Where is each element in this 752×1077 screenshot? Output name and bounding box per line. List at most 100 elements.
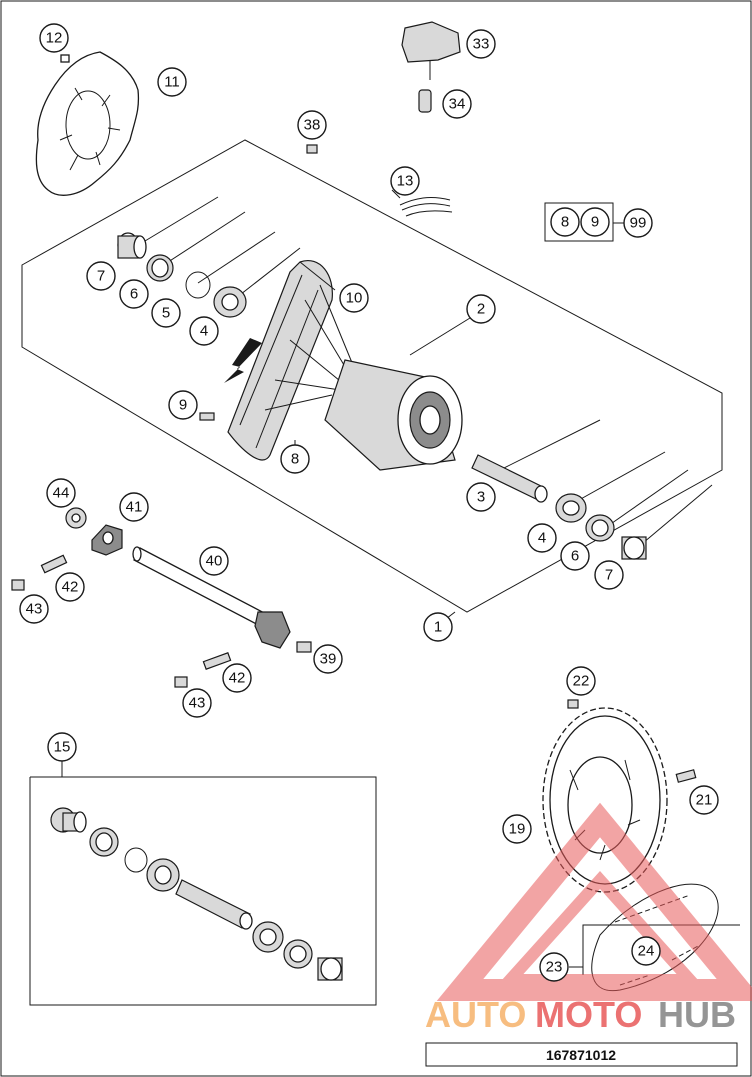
axle-nut bbox=[65, 507, 87, 529]
adjuster-nut-left bbox=[11, 579, 25, 591]
wheel-assembly-outline bbox=[21, 139, 723, 613]
svg-text:9: 9 bbox=[591, 214, 599, 231]
svg-text:41: 41 bbox=[126, 499, 143, 516]
svg-text:7: 7 bbox=[605, 567, 613, 584]
diagram-part-number: 167871012 bbox=[546, 1047, 616, 1063]
callout-39: 39 bbox=[313, 644, 343, 674]
adjuster-bolt-left bbox=[40, 554, 68, 574]
circlip bbox=[185, 271, 211, 299]
sprocket-nut bbox=[567, 699, 579, 709]
svg-text:7: 7 bbox=[97, 268, 105, 285]
svg-text:21: 21 bbox=[696, 792, 713, 809]
leader-lines-upper bbox=[139, 196, 713, 626]
svg-text:34: 34 bbox=[449, 96, 466, 113]
svg-text:43: 43 bbox=[189, 695, 206, 712]
callout-kit-8: 8 bbox=[550, 207, 580, 237]
svg-text:19: 19 bbox=[509, 821, 526, 838]
callout-9: 9 bbox=[168, 390, 198, 420]
adjuster-bolt-right bbox=[202, 652, 232, 670]
watermark-logo bbox=[436, 802, 752, 1001]
callout-33: 33 bbox=[466, 29, 496, 59]
svg-text:12: 12 bbox=[46, 30, 63, 47]
svg-text:15: 15 bbox=[54, 739, 71, 756]
svg-text:5: 5 bbox=[162, 305, 170, 322]
callout-99: 99 bbox=[623, 208, 653, 238]
svg-text:42: 42 bbox=[62, 579, 79, 596]
bearing-kit-box bbox=[29, 776, 377, 1006]
rotation-arrow-icon bbox=[224, 338, 262, 383]
svg-text:10: 10 bbox=[346, 290, 363, 307]
svg-text:33: 33 bbox=[473, 36, 490, 53]
right-spacer bbox=[621, 536, 647, 560]
callout-5: 5 bbox=[151, 298, 181, 328]
wheel-axle bbox=[132, 546, 291, 649]
tool-part-33 bbox=[401, 21, 461, 80]
callout-24: 24 bbox=[631, 936, 661, 966]
right-seal bbox=[585, 514, 615, 542]
callout-8: 8 bbox=[280, 444, 310, 474]
watermark-hub: HUB bbox=[658, 994, 736, 1035]
callout-42-left: 42 bbox=[55, 572, 85, 602]
brake-disc bbox=[35, 51, 140, 196]
left-bearing bbox=[213, 286, 247, 318]
spoke-set bbox=[391, 189, 453, 217]
svg-text:1: 1 bbox=[434, 619, 442, 636]
kit-box bbox=[544, 202, 614, 242]
part-number-box bbox=[425, 1042, 738, 1067]
svg-text:11: 11 bbox=[164, 74, 180, 91]
callout-40: 40 bbox=[199, 546, 229, 576]
watermark-moto: MOTO bbox=[535, 994, 642, 1035]
svg-text:13: 13 bbox=[397, 173, 414, 190]
callout-10: 10 bbox=[339, 283, 369, 313]
callout-kit-9: 9 bbox=[580, 207, 610, 237]
svg-text:8: 8 bbox=[291, 451, 299, 468]
spokes bbox=[264, 284, 356, 411]
callout-38: 38 bbox=[297, 110, 327, 140]
svg-text:4: 4 bbox=[200, 323, 208, 340]
svg-text:3: 3 bbox=[477, 489, 485, 506]
bearing-kit-parts bbox=[50, 807, 343, 981]
svg-text:39: 39 bbox=[320, 651, 337, 668]
right-bearing bbox=[555, 493, 587, 523]
callout-11: 11 bbox=[157, 67, 187, 97]
callout-43-left: 43 bbox=[19, 594, 49, 624]
svg-text:8: 8 bbox=[561, 214, 569, 231]
svg-text:9: 9 bbox=[179, 397, 187, 414]
callout-3: 3 bbox=[466, 482, 496, 512]
axle-bolt bbox=[296, 641, 312, 653]
callout-13: 13 bbox=[390, 166, 420, 196]
wheel-rim bbox=[227, 260, 336, 461]
callout-21: 21 bbox=[689, 785, 719, 815]
wheel-hub bbox=[324, 359, 463, 471]
svg-text:42: 42 bbox=[229, 670, 246, 687]
callout-22: 22 bbox=[566, 666, 596, 696]
svg-text:43: 43 bbox=[26, 601, 43, 618]
callout-7-right: 7 bbox=[594, 560, 624, 590]
left-seal bbox=[146, 254, 174, 282]
callout-41: 41 bbox=[119, 492, 149, 522]
chain-adjuster-left bbox=[91, 524, 123, 556]
axle-spacer bbox=[471, 454, 548, 503]
svg-text:99: 99 bbox=[630, 215, 647, 232]
callout-4-left: 4 bbox=[189, 316, 219, 346]
callout-6-left: 6 bbox=[119, 279, 149, 309]
svg-text:44: 44 bbox=[53, 485, 70, 502]
callout-15: 15 bbox=[47, 732, 77, 762]
svg-text:40: 40 bbox=[206, 553, 223, 570]
callout-23: 23 bbox=[539, 952, 569, 982]
watermark-auto: AUTO bbox=[425, 994, 526, 1035]
callout-2: 2 bbox=[466, 294, 496, 324]
svg-text:6: 6 bbox=[571, 548, 579, 565]
part-38 bbox=[306, 144, 318, 154]
callout-4-right: 4 bbox=[527, 523, 557, 553]
svg-text:23: 23 bbox=[546, 959, 563, 976]
callout-7-left: 7 bbox=[86, 261, 116, 291]
svg-text:2: 2 bbox=[477, 301, 485, 318]
disc-bolt bbox=[60, 54, 70, 63]
svg-text:38: 38 bbox=[304, 117, 321, 134]
adjuster-nut-right bbox=[174, 676, 188, 688]
callout-34: 34 bbox=[442, 89, 472, 119]
svg-text:4: 4 bbox=[538, 530, 546, 547]
callout-12: 12 bbox=[39, 23, 69, 53]
